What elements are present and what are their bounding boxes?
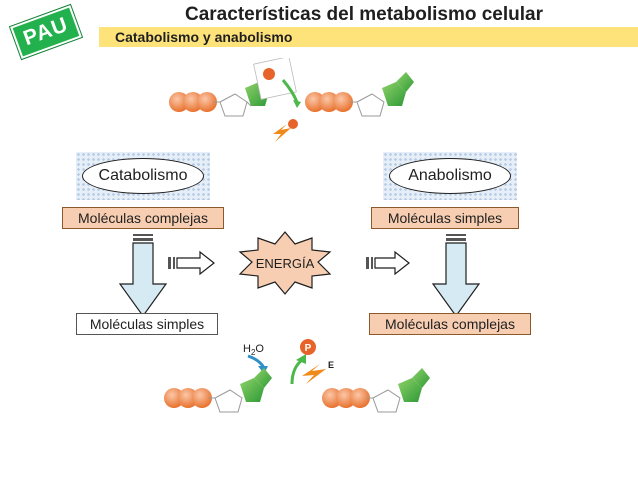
- catabolism-end-box: Moléculas simples: [76, 313, 218, 335]
- anabolism-label: Anabolismo: [389, 158, 511, 194]
- atp-synthesis-illustration: P E: [164, 339, 430, 413]
- adp-molecule: [164, 368, 272, 413]
- lightning-icon: [273, 119, 298, 142]
- phosphate-icon: P: [300, 339, 316, 355]
- anabolism-start-box: Moléculas simples: [371, 207, 519, 229]
- flow-arrows: [118, 231, 481, 318]
- catabolism-label: Catabolismo: [82, 158, 204, 194]
- svg-text:E: E: [328, 360, 334, 370]
- catabolism-oval: Catabolismo: [76, 152, 210, 200]
- phosphate-arrow: [290, 358, 303, 385]
- page-title: Características del metabolismo celular: [185, 4, 543, 25]
- released-phosphate: [253, 58, 301, 108]
- energy-in-arrow: [168, 250, 215, 276]
- subtitle: Catabolismo y anabolismo: [115, 29, 293, 45]
- catabolism-down-arrow: [118, 234, 168, 318]
- lightning-icon: E: [302, 360, 334, 384]
- water-label: H2O: [243, 343, 264, 358]
- energy-burst: [238, 231, 332, 295]
- energy-out-arrow: [366, 250, 410, 276]
- svg-text:P: P: [305, 343, 312, 354]
- atp-hydrolysis-illustration: [169, 58, 414, 142]
- atp-molecule: [322, 368, 430, 413]
- subtitle-bar: Catabolismo y anabolismo: [99, 27, 638, 47]
- energy-label: ENERGÍA: [255, 256, 315, 271]
- adp-molecule: [305, 72, 414, 117]
- anabolism-end-box: Moléculas complejas: [369, 313, 531, 335]
- catabolism-start-box: Moléculas complejas: [62, 207, 224, 229]
- anabolism-down-arrow: [431, 234, 481, 318]
- anabolism-oval: Anabolismo: [383, 152, 517, 200]
